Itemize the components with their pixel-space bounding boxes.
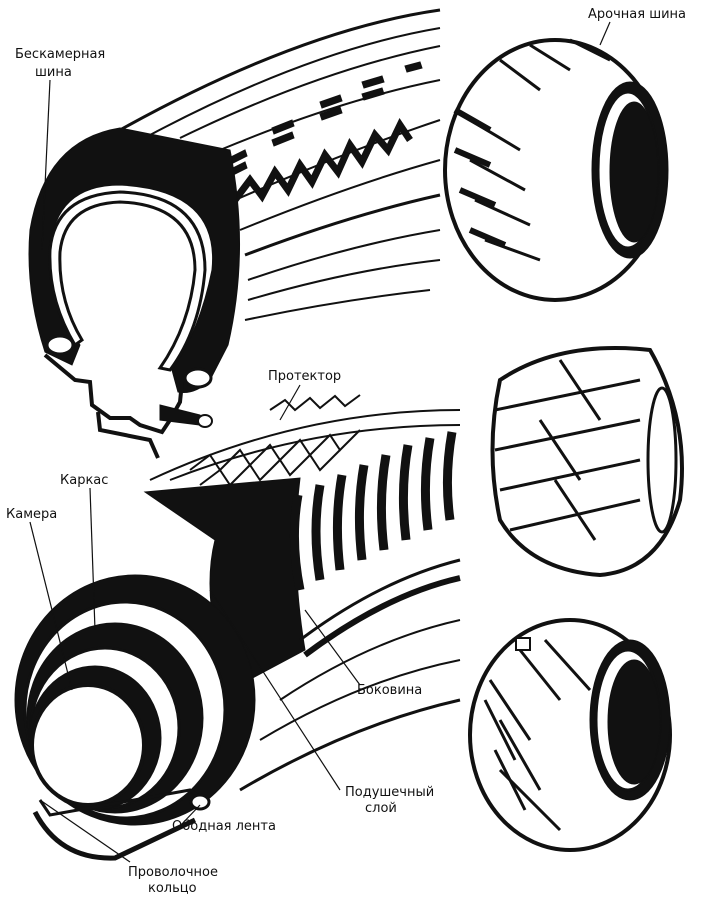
label-tube: Камера bbox=[6, 507, 57, 522]
label-sidewall: Боковина bbox=[357, 683, 422, 698]
arched-tire-1 bbox=[443, 38, 669, 302]
label-rim-tape: Ободная лента bbox=[172, 819, 276, 834]
label-tread: Протектор bbox=[268, 369, 341, 384]
label-bead-wire-line1: Проволочное bbox=[128, 865, 218, 880]
sidewall-ribs bbox=[289, 431, 457, 591]
arched-tire-3 bbox=[468, 618, 672, 852]
label-breaker-line1: Подушечный bbox=[345, 785, 434, 800]
label-tubeless-tire-line2: шина bbox=[35, 65, 72, 80]
label-bead-wire-line2: кольцо bbox=[148, 881, 197, 896]
tube-tire-illustration bbox=[14, 394, 461, 861]
leader-lines bbox=[29, 21, 611, 863]
tubeless-tire-illustration bbox=[28, 8, 441, 459]
label-carcass: Каркас bbox=[60, 473, 108, 488]
label-breaker-line2: слой bbox=[365, 801, 397, 816]
label-tubeless-tire-line1: Бескамерная bbox=[15, 47, 105, 62]
label-arched-tire: Арочная шина bbox=[588, 7, 686, 22]
arched-tire-2 bbox=[490, 346, 684, 578]
